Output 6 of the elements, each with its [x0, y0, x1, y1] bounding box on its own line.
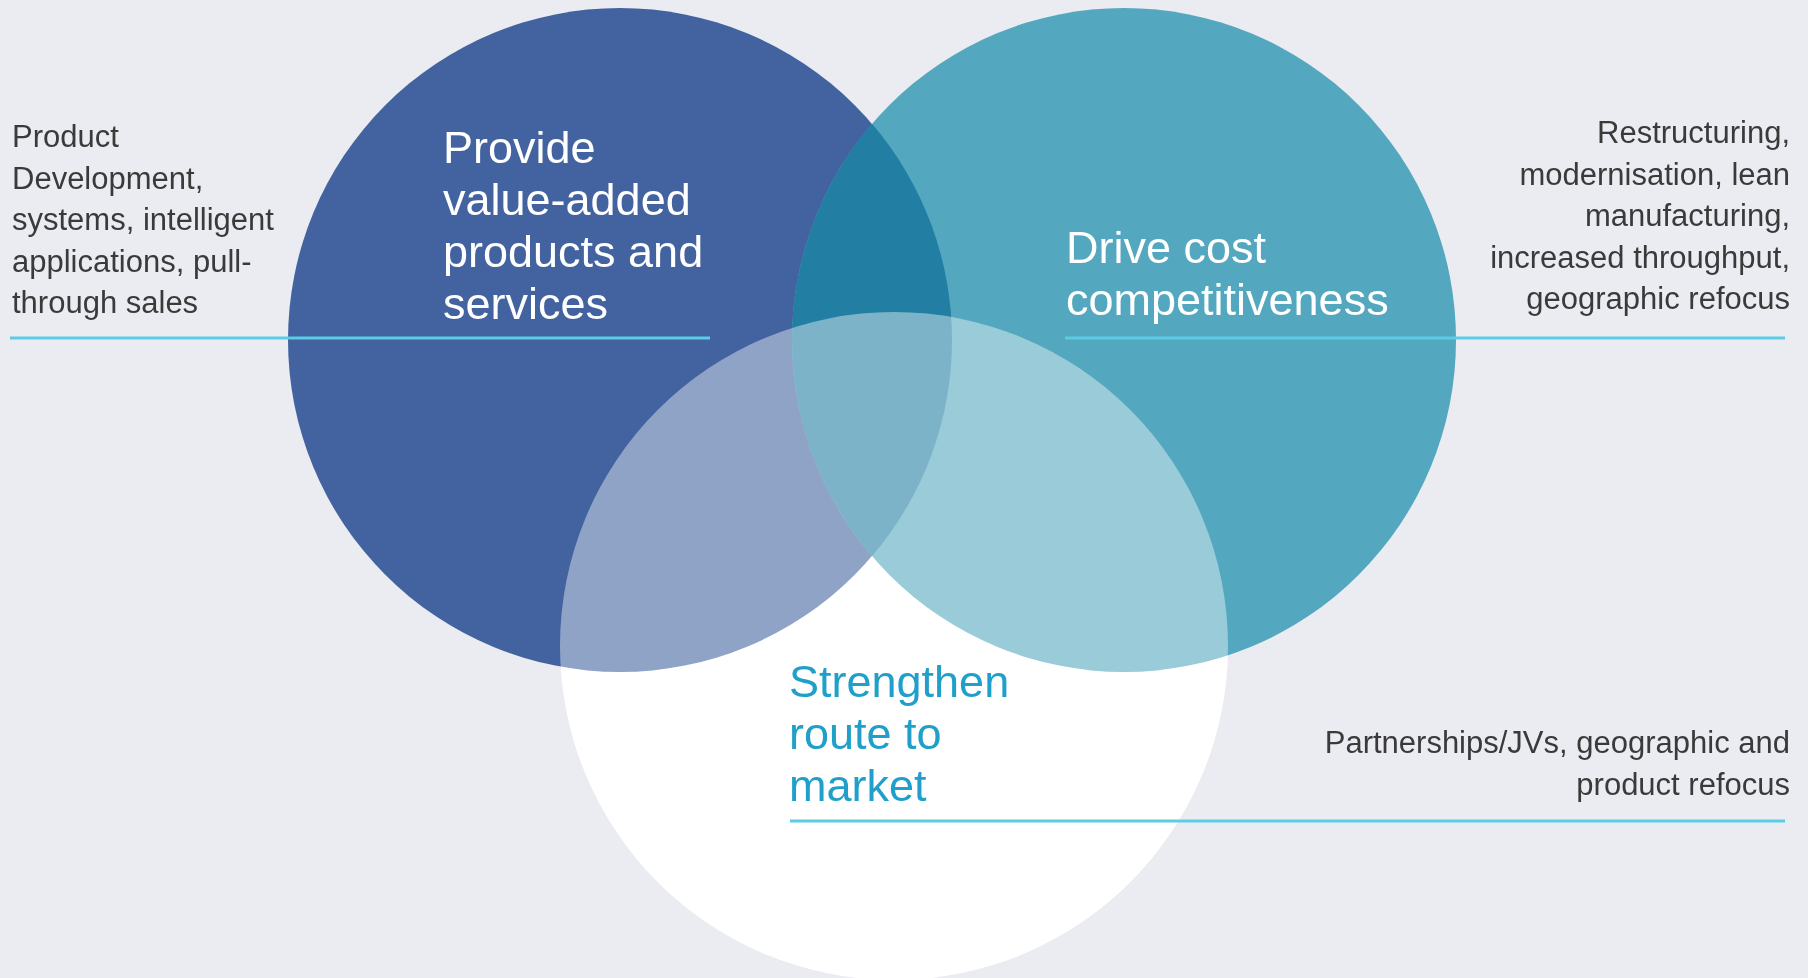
circle-title: Provide value-added products and services [443, 122, 718, 330]
side-note: Partnerships/JVs, geographic and product refocus [1323, 724, 1790, 804]
side-note: Product Development, systems, intelligent applications, pull-through sales [12, 118, 275, 322]
circle-title: Strengthen route to market [789, 656, 1089, 812]
circle-title: Drive cost competitiveness [1066, 222, 1426, 326]
side-note: Restructuring, modernisation, lean manufacturing, increased throughput, geographic refocus [1489, 114, 1790, 318]
